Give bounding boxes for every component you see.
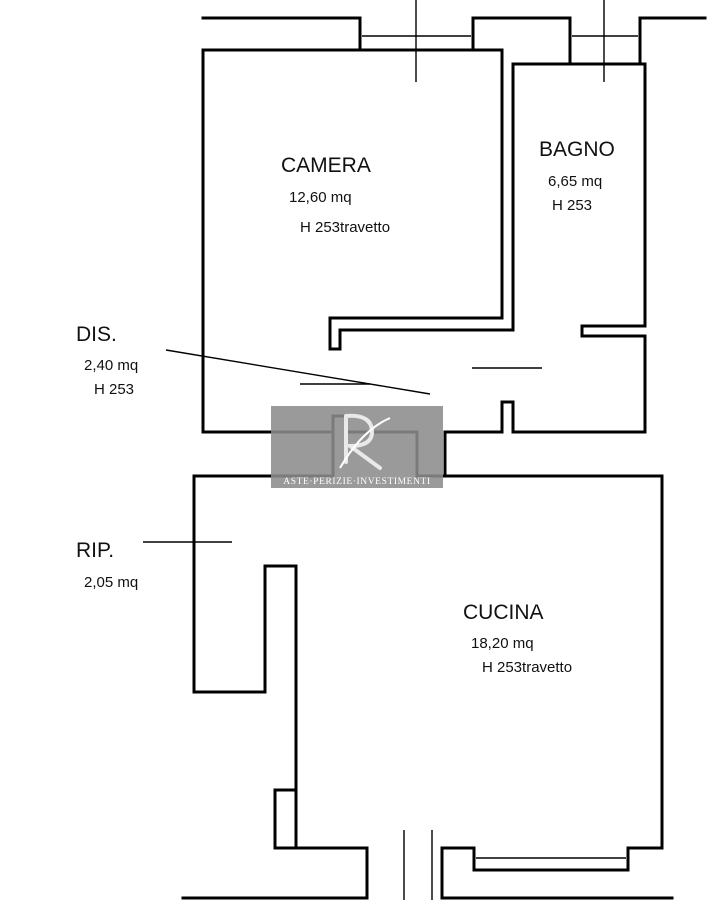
leader-lines: [143, 349, 542, 543]
upper-walls: [201, 0, 707, 434]
watermark-tagline: ASTE·PERIZIE·INVESTIMENTI: [283, 477, 430, 487]
room-name: CUCINA: [463, 601, 544, 624]
room-height: H 253: [94, 381, 134, 398]
lower-walls: [181, 430, 674, 900]
room-area: 12,60 mq: [289, 189, 352, 206]
watermark-monogram-icon: [339, 413, 391, 470]
room-height: H 253travetto: [300, 219, 390, 236]
room-area: 2,40 mq: [84, 357, 138, 374]
room-dis: DIS. 2,40 mq H 253: [76, 323, 138, 398]
room-name: CAMERA: [281, 154, 371, 177]
watermark-logo: ASTE·PERIZIE·INVESTIMENTI: [271, 406, 443, 488]
room-name: BAGNO: [539, 138, 615, 161]
room-rip: RIP. 2,05 mq: [76, 539, 138, 591]
room-height: H 253travetto: [482, 659, 572, 676]
room-area: 2,05 mq: [84, 574, 138, 591]
room-cucina: CUCINA 18,20 mq H 253travetto: [463, 601, 572, 676]
room-name: RIP.: [76, 539, 114, 562]
room-name: DIS.: [76, 323, 117, 346]
room-bagno: BAGNO 6,65 mq H 253: [539, 138, 615, 214]
room-area: 6,65 mq: [548, 173, 602, 190]
room-camera: CAMERA 12,60 mq H 253travetto: [281, 154, 390, 236]
room-height: H 253: [552, 197, 592, 214]
room-area: 18,20 mq: [471, 635, 534, 652]
